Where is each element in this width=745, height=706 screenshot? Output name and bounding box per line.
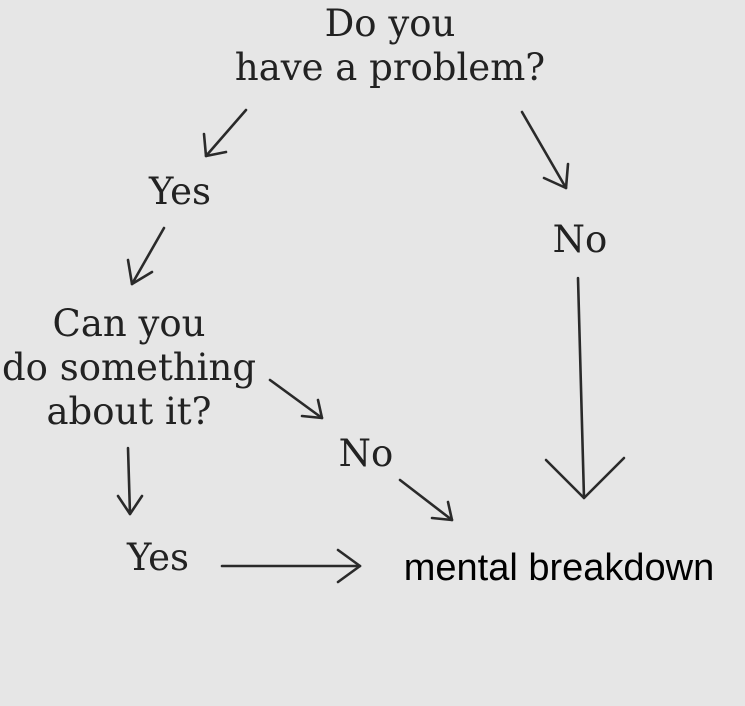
- answer-yes-problem: Yes: [148, 170, 212, 213]
- arrow-no2-to-outcome: [398, 478, 454, 522]
- question-can-do-line2: do something: [1, 346, 256, 389]
- outcome-mental-breakdown: mental breakdown: [403, 547, 715, 589]
- arrow-no-to-outcome: [544, 276, 626, 500]
- arrow-q1-to-yes: [202, 108, 248, 158]
- answer-no-problem: No: [552, 218, 608, 261]
- question-can-do-something: Can you do something about it?: [0, 302, 258, 434]
- arrow-q2-to-no: [268, 378, 324, 420]
- answer-yes-can-do: Yes: [126, 536, 190, 579]
- question-have-problem-line2: have a problem?: [234, 46, 546, 89]
- question-have-problem: Do you have a problem?: [210, 2, 570, 90]
- arrow-yes-to-q2: [126, 226, 166, 286]
- question-can-do-line1: Can you: [52, 302, 206, 345]
- question-have-problem-line1: Do you: [324, 2, 456, 45]
- arrow-q1-to-no: [520, 110, 570, 190]
- answer-no-can-do: No: [338, 432, 394, 475]
- question-can-do-line3: about it?: [46, 390, 212, 433]
- arrow-q2-to-yes: [116, 446, 144, 516]
- arrow-yes-to-outcome: [220, 548, 362, 584]
